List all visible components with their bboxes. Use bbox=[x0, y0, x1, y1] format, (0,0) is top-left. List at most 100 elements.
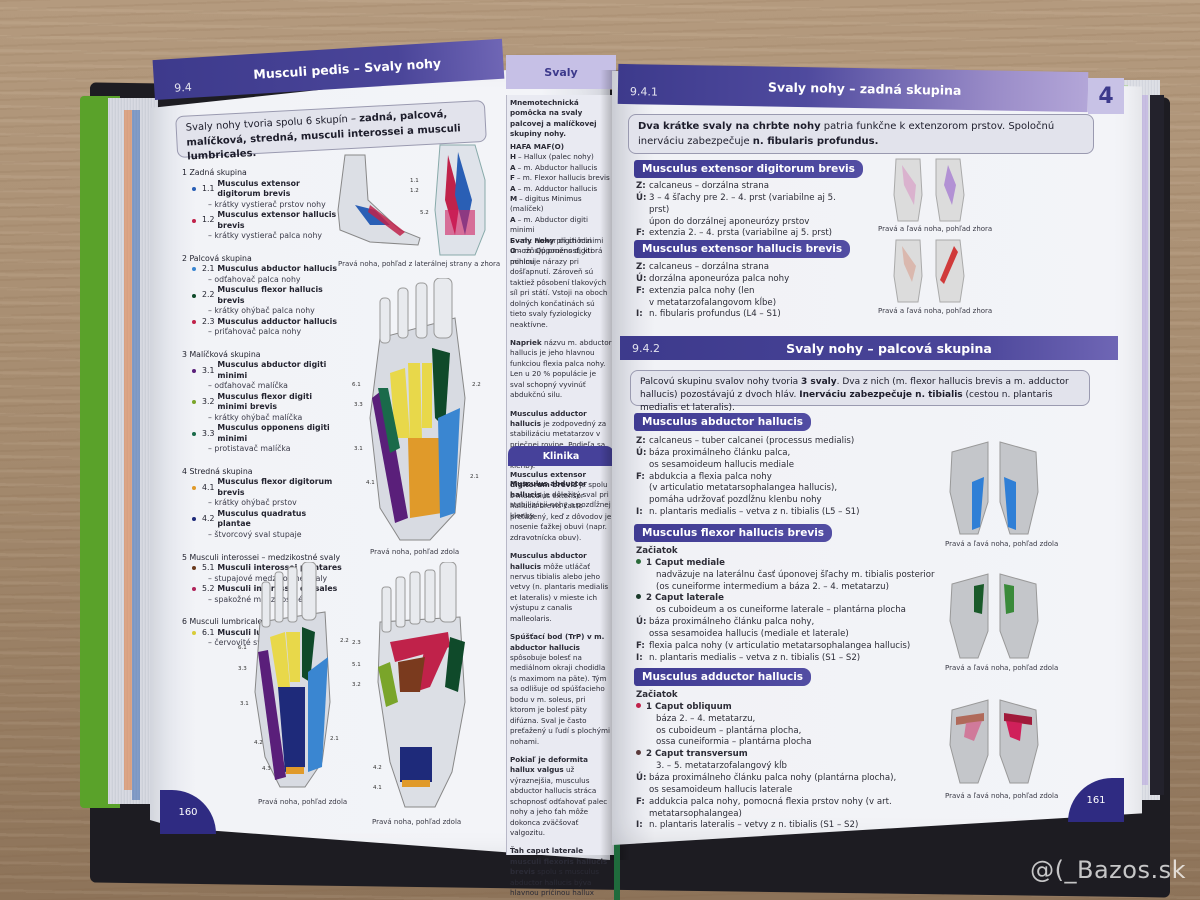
plantar-feet-figure-adductor bbox=[949, 699, 1039, 784]
figure-label: 4.2 bbox=[373, 765, 382, 771]
color-bullet-icon bbox=[192, 485, 196, 490]
group-title: 3 Malíčková skupina bbox=[182, 349, 261, 359]
foot-plantar-figure-2 bbox=[254, 562, 331, 788]
figure-label: 3.3 bbox=[238, 666, 247, 672]
muscle-description: – odťahovač malíčka bbox=[208, 381, 288, 391]
right-page bbox=[612, 70, 1142, 845]
muscle-description: – krátky vystierač palca nohy bbox=[208, 231, 323, 241]
figure-label: 2.1 bbox=[330, 736, 339, 742]
mnemonic-item: A– m. Adductor hallucis bbox=[510, 183, 598, 193]
muscle-title-abductor-hallucis: Musculus abductor hallucis bbox=[634, 413, 812, 431]
muscle-details-flexor-hallucis-brevis: Začiatok 1 Caput mediale nadväzuje na la… bbox=[636, 546, 935, 663]
muscle-title-edb: Musculus extensor digitorum brevis bbox=[634, 160, 863, 178]
figure-label: 4.1 bbox=[366, 480, 375, 486]
mnemonic-block: Mnemotechnická pomôcka na svaly palcovej… bbox=[510, 98, 612, 267]
muscle-title-ehb: Musculus extensor hallucis brevis bbox=[634, 240, 851, 258]
muscle-description: – odťahovač palca nohy bbox=[208, 274, 301, 284]
foot-lateral-figure bbox=[337, 154, 421, 246]
muscle-description: – krátky ohýbač prstov bbox=[208, 498, 297, 508]
side-paragraph: Musculus abductor hallucis je dôležitý s… bbox=[510, 479, 611, 520]
right-header-bar-2: 9.4.2 Svaly nohy – palcová skupina bbox=[620, 336, 1118, 360]
mnemonic-item: F– m. Flexor hallucis brevis bbox=[510, 173, 610, 183]
figure-label: 1.1 bbox=[410, 178, 419, 184]
dorsal-feet-figure-ehb bbox=[893, 239, 965, 303]
muscle-description: – krátky ohýbač malíčka bbox=[208, 412, 303, 422]
foot-plantar-figure-1 bbox=[369, 278, 466, 541]
side-column-title: Svaly bbox=[506, 55, 616, 89]
side-column bbox=[506, 95, 616, 855]
side-paragraph: Pokiaľ je deformita hallux valgus už výr… bbox=[510, 754, 608, 837]
side-paragraph: Musculus extensor digitorum brevis je sp… bbox=[510, 470, 612, 542]
right-intro-box-1: Dva krátke svaly na chrbte nohy patria f… bbox=[628, 114, 1094, 154]
color-bullet-icon bbox=[192, 218, 196, 223]
side-paragraph: Ťah caput laterale musculi flexoris hall… bbox=[510, 846, 608, 900]
group-title: 2 Palcová skupina bbox=[182, 253, 252, 263]
right-header-bar-1: 9.4.1 Svaly nohy – zadná skupina bbox=[617, 63, 1089, 113]
group-title: 4 Stredná skupina bbox=[182, 466, 253, 476]
color-bullet-icon bbox=[192, 431, 196, 436]
muscle-description: – krátky ohýbač palca nohy bbox=[208, 306, 315, 316]
foot-dorsal-figure bbox=[434, 144, 486, 256]
watermark: @(_Bazos.sk bbox=[1030, 856, 1186, 884]
plantar-feet-figure-abductor bbox=[949, 441, 1039, 535]
group-title: 1 Zadná skupina bbox=[182, 168, 247, 177]
edge-tab-orange bbox=[124, 110, 132, 790]
figure-label: 5.2 bbox=[420, 210, 429, 216]
muscle-description: – krátky vystierač prstov nohy bbox=[208, 199, 326, 209]
color-bullet-icon bbox=[192, 566, 196, 571]
figure-caption: Pravá a ľavá noha, pohľad zdola bbox=[945, 540, 1059, 548]
color-bullet-icon bbox=[192, 517, 196, 522]
section-number: 9.4.1 bbox=[629, 84, 659, 99]
figure-caption: Pravá noha, pohľad zdola bbox=[372, 818, 462, 826]
figure-label: 5.1 bbox=[352, 662, 361, 668]
side-paragraph: Svaly nohy pri chôdzi umožňujú pružnosť,… bbox=[510, 236, 608, 329]
side-paragraph: Napriek názvu m. abductor hallucis je je… bbox=[510, 337, 612, 400]
mnemonic-item: A– m. Abductor hallucis bbox=[510, 162, 598, 172]
figure-label: 2.2 bbox=[472, 382, 481, 388]
figure-label: 6.1 bbox=[352, 382, 361, 388]
section-title: Svaly nohy – palcová skupina bbox=[786, 340, 992, 356]
figure-label: 2.1 bbox=[470, 474, 479, 480]
figure-label: 3.1 bbox=[240, 701, 249, 707]
section-number: 9.4.2 bbox=[632, 341, 660, 355]
klinika-paragraphs: Musculus extensor digitorum brevis je sp… bbox=[510, 470, 612, 900]
figure-label: 4.1 bbox=[373, 785, 382, 791]
figure-caption: Pravá noha, pohľad z laterálnej strany a… bbox=[338, 260, 501, 268]
figure-label: 6.1 bbox=[238, 645, 247, 651]
group-title: 6 Musculi lumbricales bbox=[182, 617, 267, 627]
figure-label: 3.3 bbox=[354, 402, 363, 408]
figure-label: 3.1 bbox=[354, 446, 363, 452]
muscle-details-adductor-hallucis: Začiatok 1 Caput obliquum báza 2. – 4. m… bbox=[636, 690, 897, 831]
klinika-title: Klinika bbox=[508, 446, 614, 466]
color-bullet-icon bbox=[192, 293, 196, 298]
section-title: Svaly nohy – zadná skupina bbox=[767, 79, 962, 98]
chapter-tab: 4 bbox=[1088, 78, 1124, 114]
color-bullet-icon bbox=[192, 400, 196, 405]
figure-label: 4.2 bbox=[254, 740, 263, 746]
figure-caption: Pravá a ľavá noha, pohľad zdola bbox=[945, 664, 1059, 672]
figure-label: 2.3 bbox=[352, 640, 361, 646]
muscle-title-adductor-hallucis: Musculus adductor hallucis bbox=[634, 668, 812, 686]
muscle-details-abductor-hallucis: Z:calcaneus – tuber calcanei (processus … bbox=[636, 436, 860, 518]
page-title: Musculi pedis – Svaly nohy bbox=[252, 54, 442, 82]
muscle-title-flexor-hallucis-brevis: Musculus flexor hallucis brevis bbox=[634, 524, 833, 542]
mnemonic-item: A– m. Abductor digiti minimi bbox=[510, 214, 588, 235]
mnemonic-item: F– m. Flexor digiti minimi bbox=[510, 235, 604, 245]
color-bullet-icon bbox=[192, 319, 196, 324]
muscle-description: – priťahovač palca nohy bbox=[208, 327, 302, 337]
mnemonic-item: O– m. Opponens digiti minimi bbox=[510, 246, 593, 266]
muscle-description: – červovité svaly bbox=[208, 638, 274, 648]
color-bullet-icon bbox=[192, 368, 196, 373]
color-bullet-icon bbox=[192, 630, 196, 635]
muscle-description: – spakožné medzikostné bbox=[208, 594, 303, 604]
color-bullet-icon bbox=[192, 267, 196, 272]
right-intro-box-2: Palcovú skupinu svalov nohy tvoria 3 sva… bbox=[630, 370, 1090, 413]
